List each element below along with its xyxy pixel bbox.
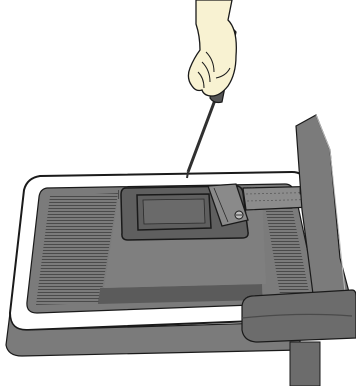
monitor-stand-column xyxy=(241,114,356,386)
right-vent-grille xyxy=(262,187,309,294)
left-vent-grille xyxy=(36,193,118,305)
release-latch xyxy=(207,183,249,227)
hand-icon xyxy=(187,0,237,97)
bottom-vent-grille xyxy=(98,284,263,304)
